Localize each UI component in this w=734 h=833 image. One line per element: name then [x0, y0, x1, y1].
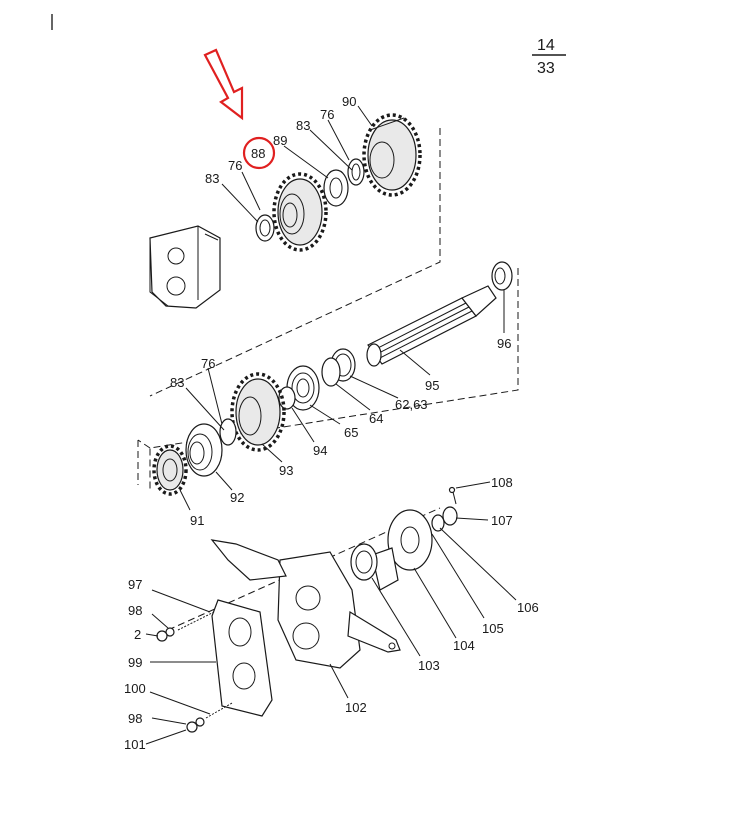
label-105: 105 — [482, 621, 504, 636]
label-62-63: 62,63 — [395, 397, 428, 412]
bearing-96 — [491, 261, 513, 291]
label-108: 108 — [491, 475, 513, 490]
red-arrow-icon — [203, 48, 244, 121]
label-107: 107 — [491, 513, 513, 528]
label-104: 104 — [453, 638, 475, 653]
label-99: 99 — [128, 655, 142, 670]
label-2: 2 — [134, 627, 141, 642]
gearbox-housing-fragment — [149, 225, 221, 309]
label-106: 106 — [517, 600, 539, 615]
label-97: 97 — [128, 577, 142, 592]
label-91: 91 — [190, 513, 204, 528]
lower-assembly — [156, 486, 458, 733]
page-number-top: 14 — [537, 37, 555, 54]
label-101: 101 — [124, 737, 146, 752]
label-93: 93 — [279, 463, 293, 478]
page-number: 14 33 — [532, 37, 566, 77]
label-96: 96 — [497, 336, 511, 351]
page-number-bottom: 33 — [537, 60, 555, 77]
label-92: 92 — [230, 490, 244, 505]
upper-gear-cluster — [255, 113, 422, 252]
label-89: 89 — [273, 133, 287, 148]
label-76-middle: 76 — [201, 356, 215, 371]
label-83-middle: 83 — [170, 375, 184, 390]
label-98-upper: 98 — [128, 603, 142, 618]
label-64: 64 — [369, 411, 383, 426]
label-103: 103 — [418, 658, 440, 673]
label-76-upper: 76 — [228, 158, 242, 173]
main-shaft — [366, 285, 497, 367]
label-65: 65 — [344, 425, 358, 440]
label-95: 95 — [425, 378, 439, 393]
label-102: 102 — [345, 700, 367, 715]
highlight-circle — [242, 136, 276, 170]
label-88: 88 — [251, 146, 265, 161]
label-83-upper: 83 — [205, 171, 219, 186]
label-76-top: 76 — [320, 107, 334, 122]
leader-lines — [145, 105, 517, 745]
label-100: 100 — [124, 681, 146, 696]
label-90: 90 — [342, 94, 356, 109]
label-94: 94 — [313, 443, 327, 458]
middle-gear-cluster — [152, 348, 356, 496]
part-labels: 90 76 83 89 88 76 83 96 95 62,63 64 65 9… — [124, 94, 539, 752]
label-83-top: 83 — [296, 118, 310, 133]
label-98-lower: 98 — [128, 711, 142, 726]
